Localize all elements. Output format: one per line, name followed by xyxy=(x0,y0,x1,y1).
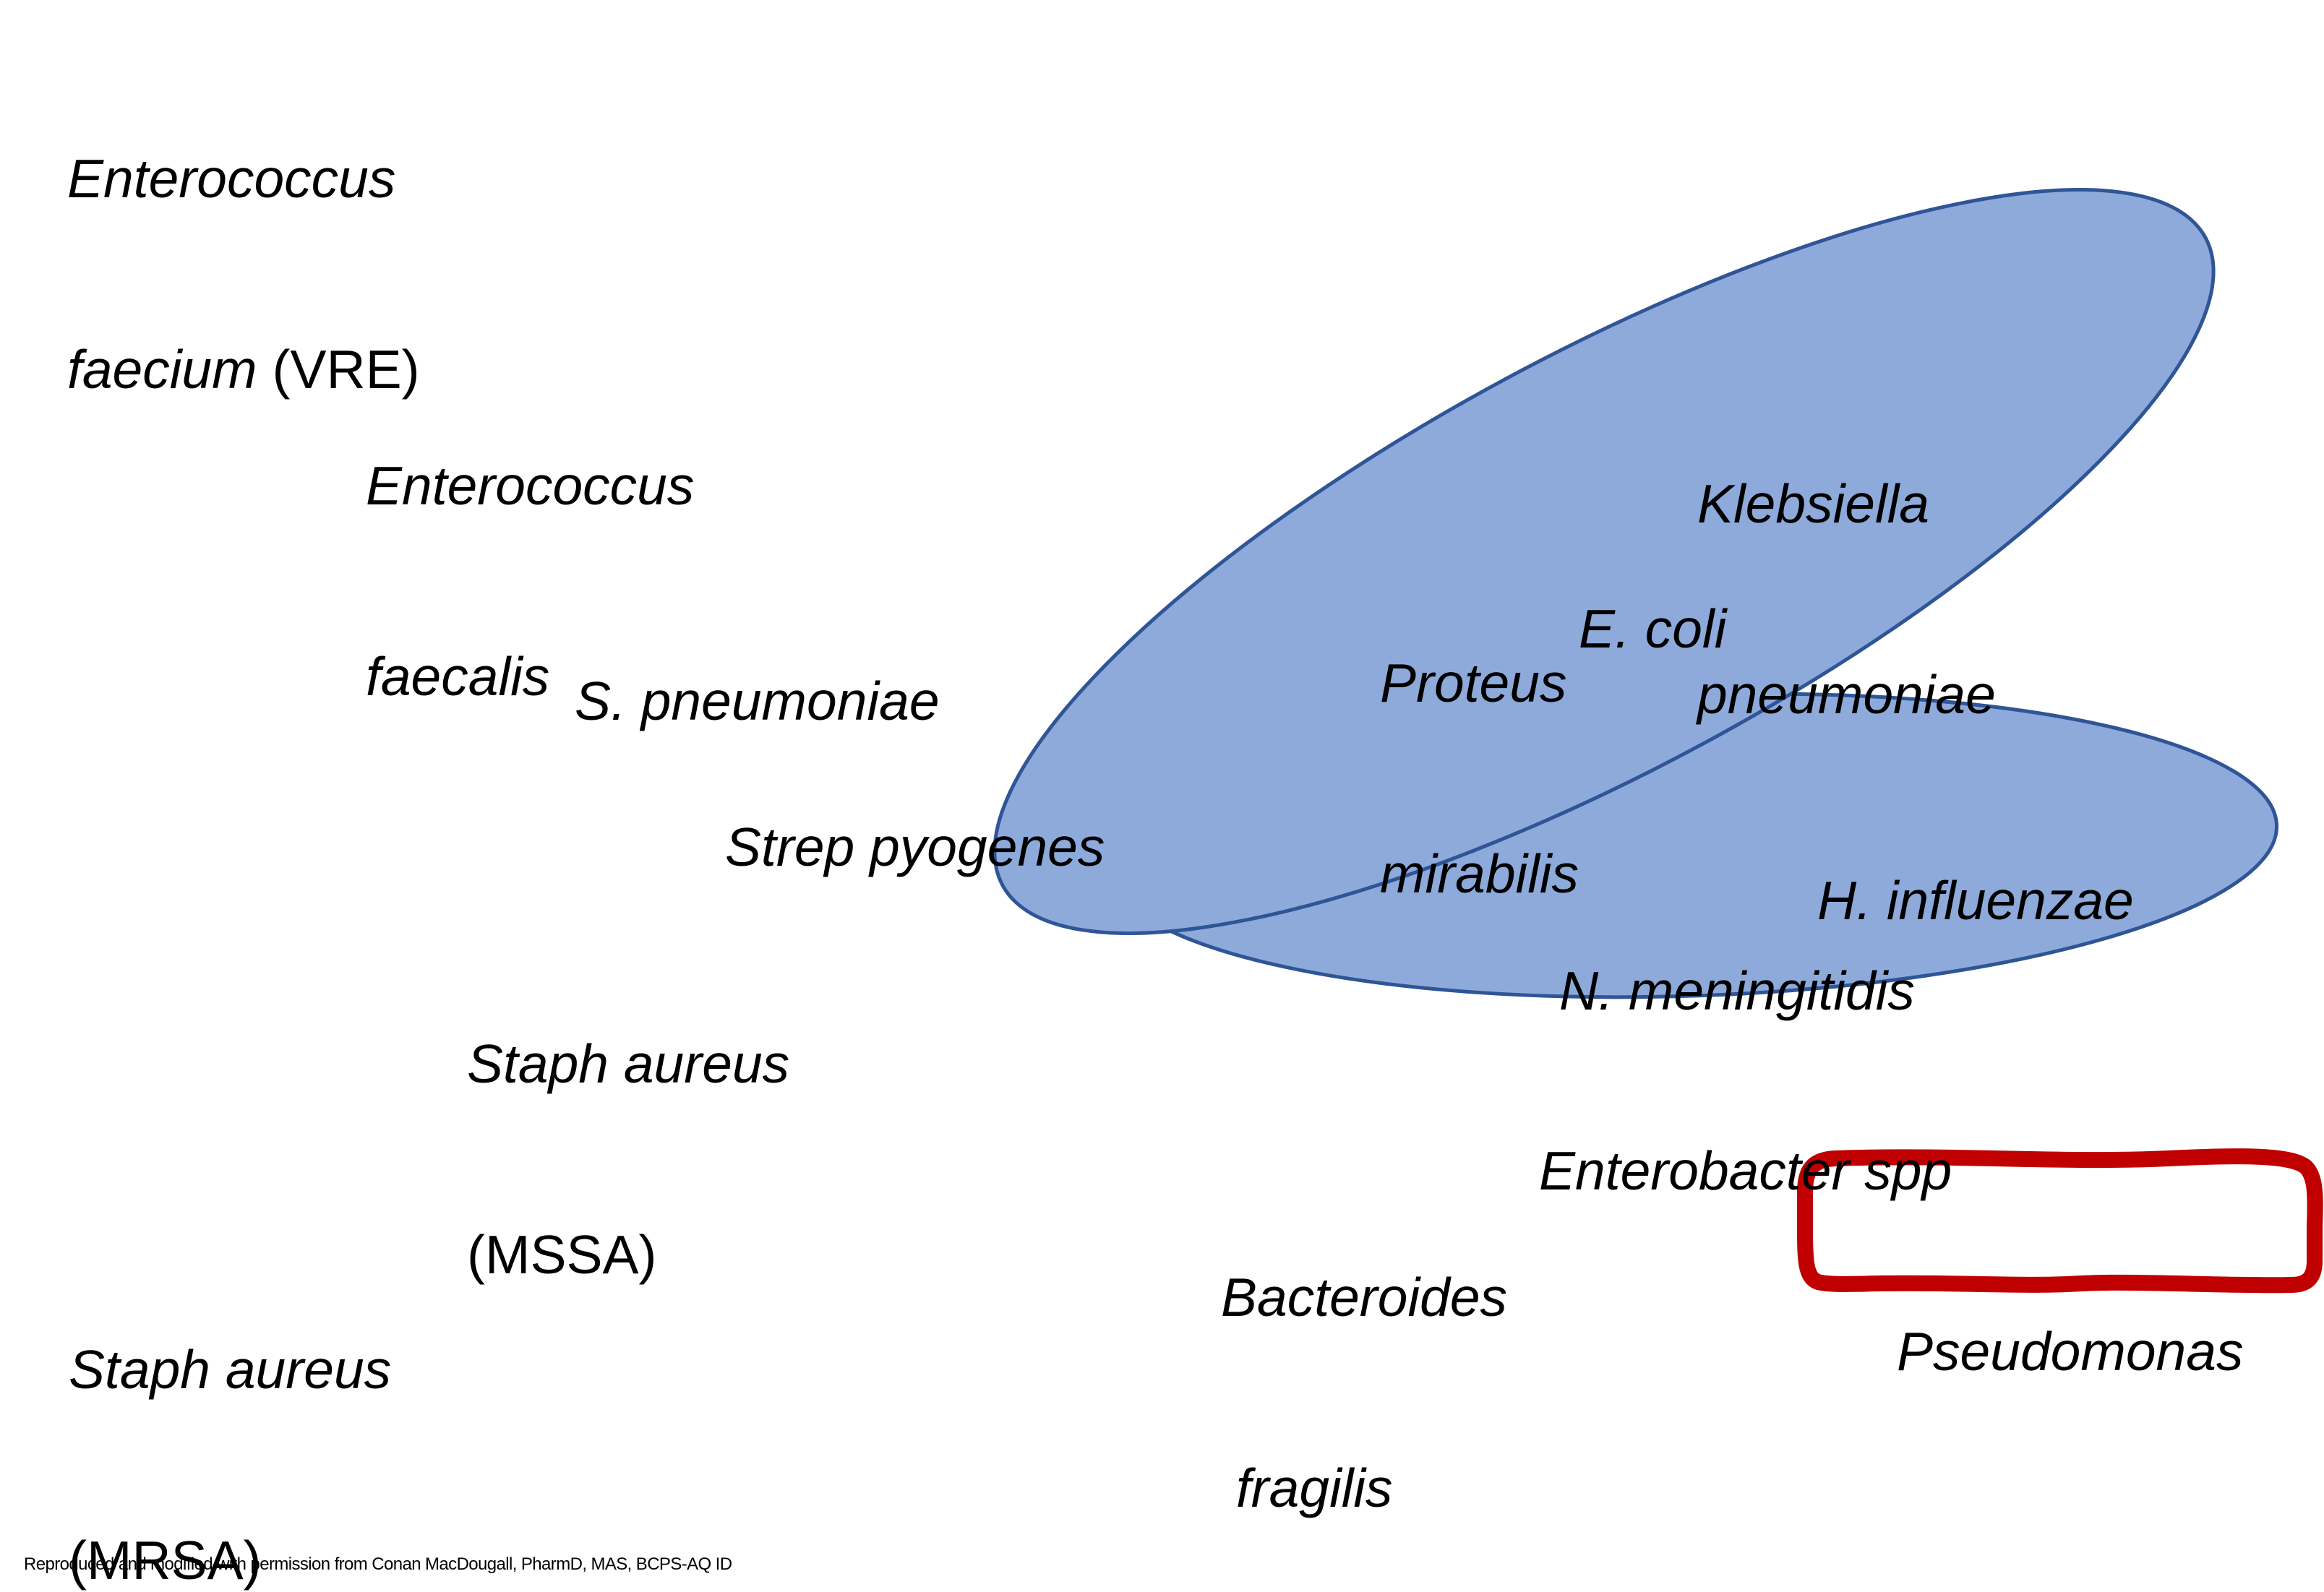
label-line: Pseudomonas xyxy=(1897,1321,2244,1382)
label-line: H. influenzae xyxy=(1817,870,2134,931)
label-line: Enterobacter spp xyxy=(1539,1140,1952,1201)
label-line: faecalis xyxy=(366,646,550,707)
label-mrsa: Staph aureus (MRSA) xyxy=(69,1210,391,1592)
label-line: pneumoniae xyxy=(1697,664,1996,725)
label-enterobacter: Enterobacter spp xyxy=(1539,1012,1952,1330)
label-klebsiella: Klebsiella pneumoniae xyxy=(1697,345,1996,853)
credit-footnote: Reproduced and modified with permission … xyxy=(24,1554,732,1574)
label-h-influenzae: H. influenzae xyxy=(1817,741,2134,1059)
label-line: N. meningitidis xyxy=(1559,960,1915,1021)
label-line: Enterococcus xyxy=(366,455,695,516)
label-e-coli: E. coli xyxy=(1579,470,1726,788)
pseudomonas-highlight-box xyxy=(1797,1148,2323,1294)
label-bacteroides: Bacteroides fragilis xyxy=(1221,1138,1507,1592)
label-s-pneumoniae: S. pneumoniae xyxy=(575,542,940,860)
label-line: S. pneumoniae xyxy=(575,671,940,731)
label-strep-pyogenes: Strep pyogenes xyxy=(725,688,1105,1006)
label-line: Strep pyogenes xyxy=(725,817,1105,877)
label-line: fragilis xyxy=(1221,1458,1393,1518)
label-line: Staph aureus xyxy=(69,1339,392,1400)
label-e-faecium: Enterococcus faecium (VRE) xyxy=(67,20,420,528)
label-qualifier: (VRE) xyxy=(257,339,420,400)
label-line: Enterococcus xyxy=(67,148,396,209)
label-qualifier: (MSSA) xyxy=(467,1224,657,1285)
label-line: mirabilis xyxy=(1380,843,1579,904)
label-proteus: Proteus mirabilis xyxy=(1380,524,1579,1033)
label-line: Staph aureus xyxy=(467,1033,790,1094)
label-qualifier: (MRSA) xyxy=(69,1530,262,1591)
label-n-meningitidis: N. meningitidis xyxy=(1559,832,1915,1150)
label-e-faecalis: Enterococcus faecalis xyxy=(366,327,694,835)
enterobacterales-ellipse xyxy=(992,188,2216,935)
label-line: faecium xyxy=(67,339,257,400)
label-line: Bacteroides xyxy=(1221,1267,1508,1328)
label-pseudomonas: Pseudomonas xyxy=(1897,1192,2243,1510)
label-mssa: Staph aureus (MSSA) xyxy=(467,905,789,1414)
label-line: E. coli xyxy=(1579,598,1727,659)
label-line: Proteus xyxy=(1380,653,1567,713)
label-line: Klebsiella xyxy=(1697,473,1930,534)
